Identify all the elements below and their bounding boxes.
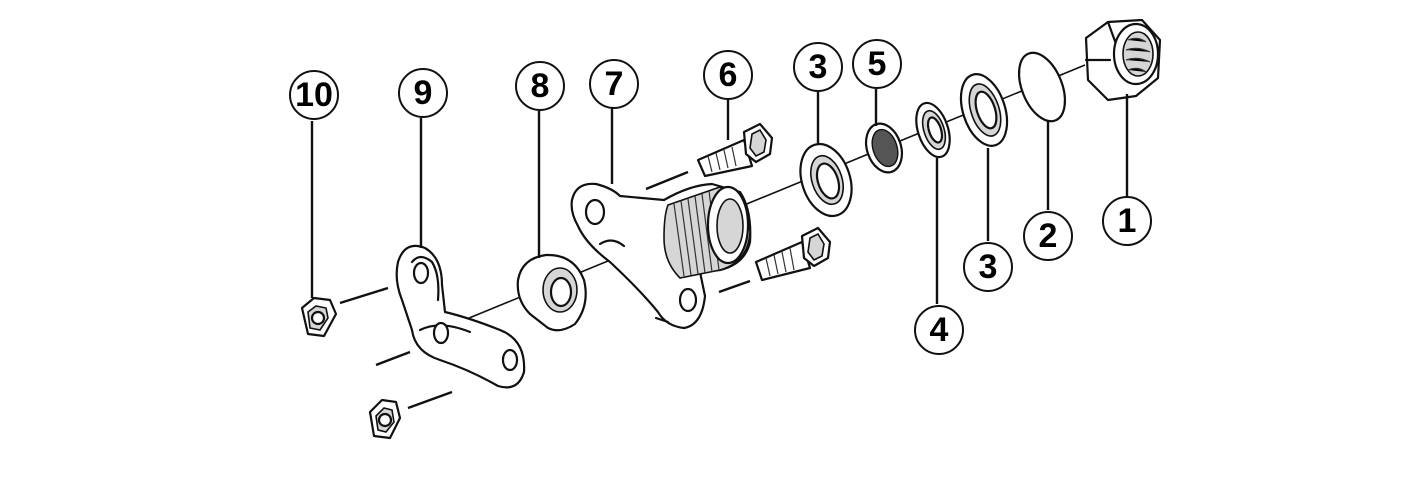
callout-9: 9 — [398, 68, 448, 118]
callout-leaders — [310, 89, 1129, 304]
part-3-washer-right — [959, 73, 1009, 147]
callout-6-label: 6 — [719, 56, 738, 94]
part-1-hex-nut — [1084, 18, 1162, 102]
callout-9-label: 9 — [414, 74, 433, 112]
callout-2-label: 2 — [1039, 217, 1058, 255]
callout-3-lower: 3 — [963, 242, 1013, 292]
callout-3-upper-label: 3 — [809, 48, 828, 86]
callout-3-upper: 3 — [793, 42, 843, 92]
part-5-mesh-filter — [864, 122, 904, 174]
callout-1: 1 — [1102, 196, 1152, 246]
callout-4: 4 — [914, 305, 964, 355]
part-6-bolt-lower — [754, 226, 832, 282]
callout-5: 5 — [852, 39, 902, 89]
callout-2: 2 — [1023, 211, 1073, 261]
callout-4-label: 4 — [930, 311, 949, 349]
part-4-small-washer — [915, 101, 951, 159]
callout-7-label: 7 — [605, 65, 624, 103]
callout-1-label: 1 — [1118, 202, 1137, 240]
callout-8-label: 8 — [531, 67, 550, 105]
callout-10: 10 — [289, 70, 339, 120]
part-2-gasket-disc — [1017, 51, 1067, 123]
part-3-washer-left — [799, 142, 853, 218]
part-9-saddle-clamp — [395, 244, 526, 389]
callout-3-lower-label: 3 — [979, 248, 998, 286]
part-7-saddle-body — [570, 182, 752, 330]
callout-10-label: 10 — [295, 76, 333, 114]
part-10-nut-lower — [368, 398, 402, 440]
callout-7: 7 — [589, 59, 639, 109]
callout-5-label: 5 — [868, 45, 887, 83]
part-10-nut-upper — [300, 296, 338, 338]
part-6-bolt-upper — [696, 122, 774, 178]
alignment-dashes — [339, 170, 751, 410]
callout-8: 8 — [515, 61, 565, 111]
part-8-seal — [516, 253, 587, 332]
callout-6: 6 — [703, 50, 753, 100]
